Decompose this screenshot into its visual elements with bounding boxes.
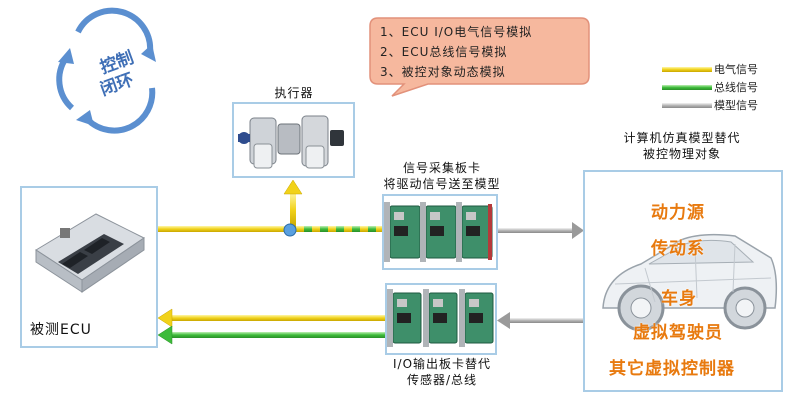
model-signal-line-daq-to-model — [497, 228, 573, 233]
daq-card-image — [384, 202, 493, 262]
model-box: 动力源 传动系 车身 虚拟驾驶员 其它虚拟控制器 — [583, 170, 783, 392]
arrow-bus-to-ecu — [157, 325, 173, 345]
bus-signal-line-io-to-ecu — [170, 332, 385, 338]
car-wireframe-image — [602, 233, 778, 332]
legend-item-electrical: 电气信号 — [662, 60, 782, 78]
ecu-box: 被测ECU — [20, 186, 158, 348]
actuator-label: 执行器 — [274, 86, 314, 100]
legend-label-bus: 总线信号 — [714, 81, 758, 94]
model-item-powertrain: 动力源 — [651, 203, 705, 223]
model-caption: 计算机仿真模型替代 被控物理对象 — [582, 130, 782, 162]
callout-item-1: 1、ECU I/O电气信号模拟 — [380, 25, 533, 39]
callout-text: 1、ECU I/O电气信号模拟 2、ECU总线信号模拟 3、被控对象动态模拟 — [380, 22, 580, 82]
callout-item-3: 3、被控对象动态模拟 — [380, 65, 506, 79]
io-card-image — [387, 289, 494, 347]
electrical-signal-line-to-actuator — [290, 192, 296, 228]
legend-swatch-electrical — [662, 66, 712, 72]
io-card-label-line2: 传感器/总线 — [406, 373, 478, 387]
electrical-signal-line-ecu-to-daq — [157, 226, 290, 232]
legend-swatch-bus — [662, 84, 712, 90]
legend-swatch-model — [662, 102, 712, 108]
legend-item-model: 模型信号 — [662, 96, 782, 114]
ecu-label: 被测ECU — [30, 322, 92, 338]
arrow-to-model — [572, 222, 584, 239]
callout-item-2: 2、ECU总线信号模拟 — [380, 45, 508, 59]
model-caption-line1: 计算机仿真模型替代 — [623, 131, 741, 145]
bus-signal-line-to-daq — [290, 226, 390, 232]
arrow-electrical-to-ecu — [157, 308, 173, 328]
callout-bubble — [369, 17, 590, 97]
arrow-to-actuator — [283, 179, 303, 195]
model-item-drivetrain: 传动系 — [651, 239, 705, 259]
junction-node — [283, 223, 297, 237]
daq-card-label-line1: 信号采集板卡 — [402, 161, 481, 175]
arrow-to-io-card — [497, 312, 510, 329]
control-loop-label: 控制 闭环 — [92, 48, 142, 100]
model-item-other-controllers: 其它虚拟控制器 — [609, 359, 735, 379]
electrical-signal-line-io-to-ecu — [170, 315, 385, 321]
model-item-virtual-driver: 虚拟驾驶员 — [633, 323, 723, 343]
daq-card-box — [382, 194, 498, 270]
io-card-label-line1: I/O输出板卡替代 — [392, 357, 492, 371]
model-signal-line-model-to-io — [508, 318, 584, 323]
actuator-image — [238, 115, 344, 169]
actuator-box — [232, 102, 355, 178]
io-card-box — [385, 283, 497, 355]
io-card-label: I/O输出板卡替代 传感器/总线 — [352, 356, 532, 388]
daq-card-label-line2: 将驱动信号送至模型 — [383, 177, 501, 191]
control-loop-icon — [56, 7, 156, 134]
model-caption-line2: 被控物理对象 — [642, 147, 721, 161]
model-item-body: 车身 — [661, 289, 697, 309]
legend: 电气信号 总线信号 模型信号 — [662, 60, 782, 114]
legend-label-electrical: 电气信号 — [714, 63, 758, 76]
daq-card-label: 信号采集板卡 将驱动信号送至模型 — [352, 160, 532, 192]
legend-item-bus: 总线信号 — [662, 78, 782, 96]
ecu-image — [35, 213, 145, 293]
legend-label-model: 模型信号 — [714, 99, 758, 112]
